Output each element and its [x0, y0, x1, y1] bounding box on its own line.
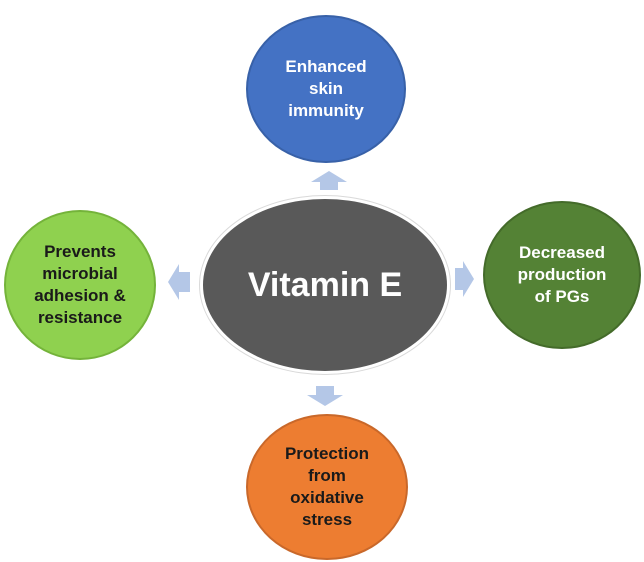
arrow-right — [455, 261, 474, 297]
effect-oxidative-stress-label: Protection from oxidative stress — [284, 444, 370, 529]
effect-skin-immunity-label: Enhanced skin immunity — [285, 57, 367, 120]
effect-decreased-pgs-label: Decreased production of PGs — [517, 243, 607, 306]
arrow-left — [168, 264, 190, 300]
arrow-up — [311, 171, 347, 190]
effect-skin-immunity: Enhanced skin immunity — [246, 15, 406, 163]
effect-decreased-pgs: Decreased production of PGs — [483, 201, 641, 349]
effect-oxidative-stress: Protection from oxidative stress — [246, 414, 408, 560]
center-node-vitamin-e: Vitamin E — [200, 196, 450, 374]
center-node-label: Vitamin E — [247, 265, 403, 304]
effect-microbial-adhesion: Prevents microbial adhesion & resistance — [4, 210, 156, 360]
arrow-down — [307, 386, 343, 406]
effect-microbial-adhesion-label: Prevents microbial adhesion & resistance — [34, 242, 126, 327]
